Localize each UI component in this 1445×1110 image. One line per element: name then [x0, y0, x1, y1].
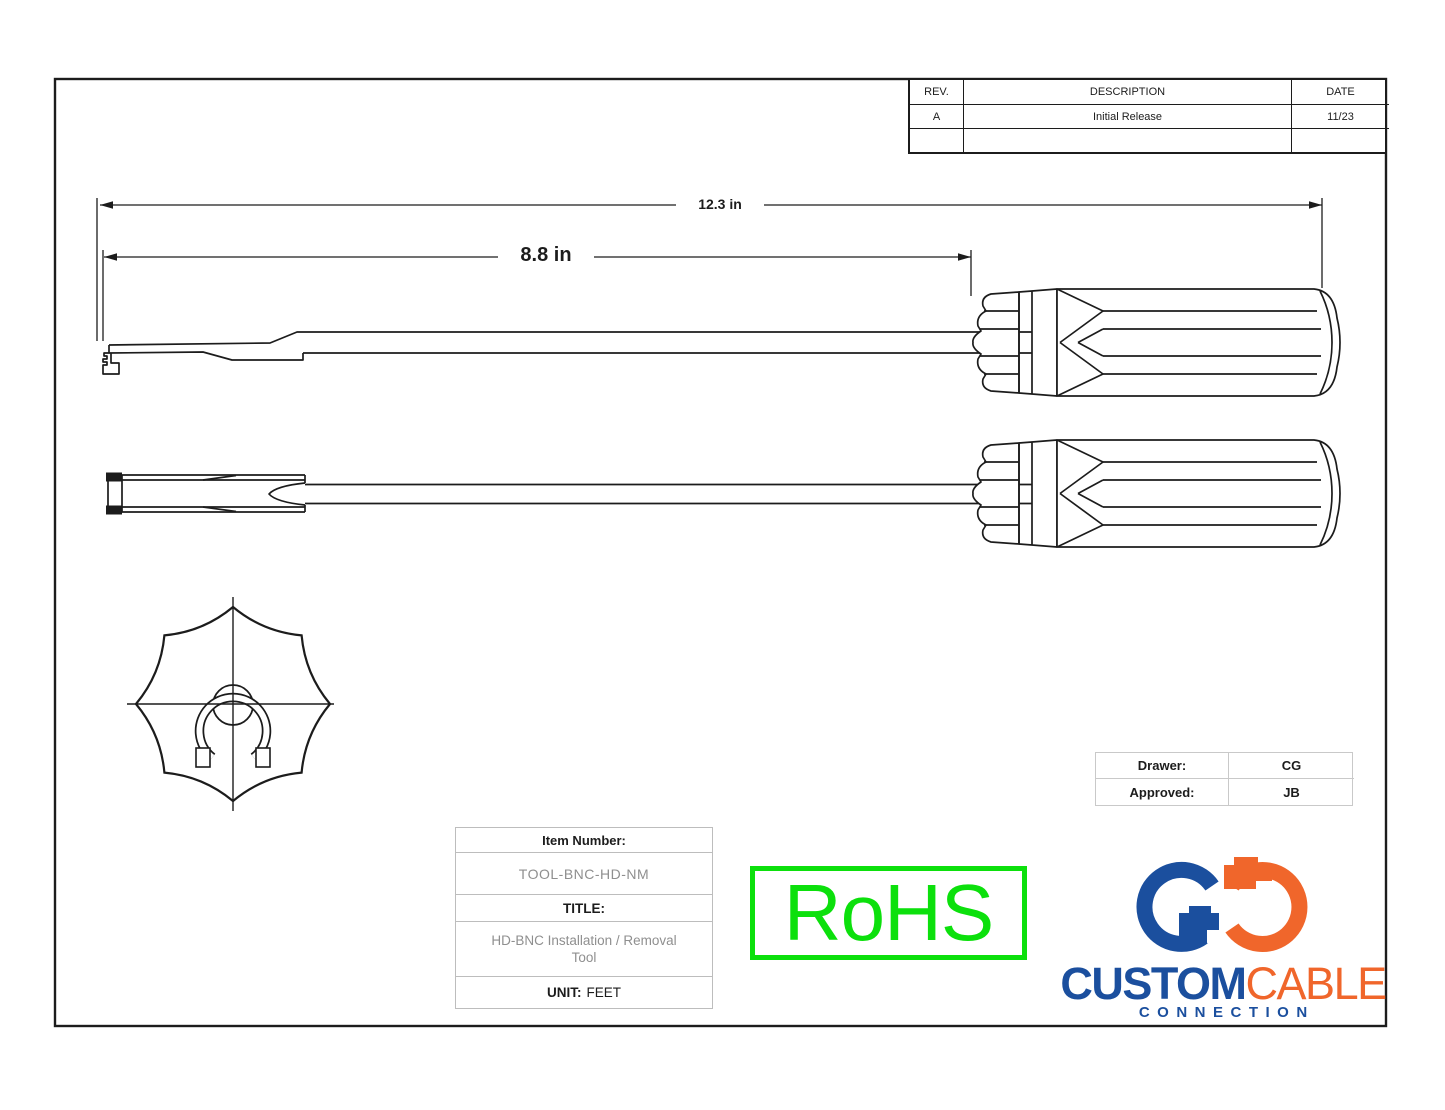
center-lines: [127, 597, 334, 811]
rev-row-rev: A: [910, 105, 964, 129]
logo-custom-text: CUSTOM: [1060, 958, 1247, 1009]
logo-infinity-graphic: [1136, 857, 1308, 952]
blade-inner-lines: [121, 475, 305, 512]
rev-header-date: DATE: [1292, 80, 1389, 105]
shaft-lines: [305, 483, 1032, 505]
unit-value: FEET: [586, 985, 621, 1000]
item-number-value: TOOL-BNC-HD-NM: [456, 853, 712, 895]
unit-label: UNIT:: [546, 985, 582, 1000]
rev-row2-rev: [910, 129, 964, 152]
item-number-label: Item Number:: [456, 828, 712, 853]
logo-blue-connector: [1179, 906, 1219, 944]
tool-side-view-b: [106, 472, 1032, 515]
handle-ferrule: [1018, 288, 1058, 397]
grip-flutes: [1103, 310, 1321, 375]
sheet-border: [53, 77, 1388, 1028]
logo-orange-connector: [1224, 857, 1272, 889]
dimension-overall: [96, 198, 1323, 341]
handle-collar: [972, 291, 1020, 394]
horseshoe-foot-left: [195, 747, 211, 768]
rohs-text: RoHS: [783, 868, 994, 957]
drawer-label: Drawer:: [1096, 753, 1229, 779]
grip-chevrons: [1056, 288, 1104, 397]
drawer-value: CG: [1229, 753, 1354, 779]
blade-v-notch: [268, 482, 306, 506]
overall-length-dimension-label: 12.3 in: [676, 196, 764, 212]
revision-table: REV. DESCRIPTION DATE A Initial Release …: [908, 78, 1389, 154]
title-value-text: HD-BNC Installation / Removal Tool: [491, 933, 677, 965]
blade-taper-lines: [202, 474, 237, 513]
unit-row: UNIT: FEET: [456, 977, 712, 1008]
tool-side-view-a: [102, 331, 1032, 375]
blade-top-and-shaft-top: [108, 331, 1032, 346]
tip-bar-top: [106, 472, 122, 482]
rev-row-date: 11/23: [1292, 105, 1389, 129]
blade-outline: [107, 474, 306, 513]
logo-connection-text: CONNECTION: [1138, 1004, 1315, 1021]
logo-cable-text: CABLE: [1245, 958, 1388, 1009]
rev-row-description: Initial Release: [964, 105, 1292, 129]
dimension-shaft: [102, 250, 972, 341]
tip-bar-bottom: [106, 505, 122, 515]
title-label: TITLE:: [456, 895, 712, 922]
handle-grip: [1056, 288, 1341, 397]
logo-blue-cable: [1136, 861, 1219, 952]
rev-header-rev: REV.: [910, 80, 964, 105]
shaft-length-dimension-label: 8.8 in: [501, 244, 591, 267]
handle-drawing-view-b: [972, 439, 1341, 548]
tool-front-view: [127, 597, 334, 811]
rev-row2-date: [1292, 129, 1389, 152]
blade-bottom: [108, 351, 304, 361]
rev-header-description: DESCRIPTION: [964, 80, 1292, 105]
rohs-badge: RoHS: [750, 866, 1027, 960]
grip-cap-line: [1319, 290, 1333, 395]
removal-hook: [102, 352, 120, 375]
approval-table: Drawer: CG Approved: JB: [1095, 752, 1354, 806]
handle-drawing: [972, 288, 1341, 397]
approved-label: Approved:: [1096, 779, 1229, 805]
horseshoe-foot-right: [255, 747, 271, 768]
rev-row2-description: [964, 129, 1292, 152]
item-block: Item Number: TOOL-BNC-HD-NM TITLE: HD-BN…: [455, 827, 713, 1009]
title-value: HD-BNC Installation / Removal Tool: [456, 922, 712, 977]
logo-wordmark: CUSTOMCABLE: [1056, 961, 1390, 1006]
collar-ridge-lines: [980, 310, 1019, 375]
approved-value: JB: [1283, 784, 1300, 800]
